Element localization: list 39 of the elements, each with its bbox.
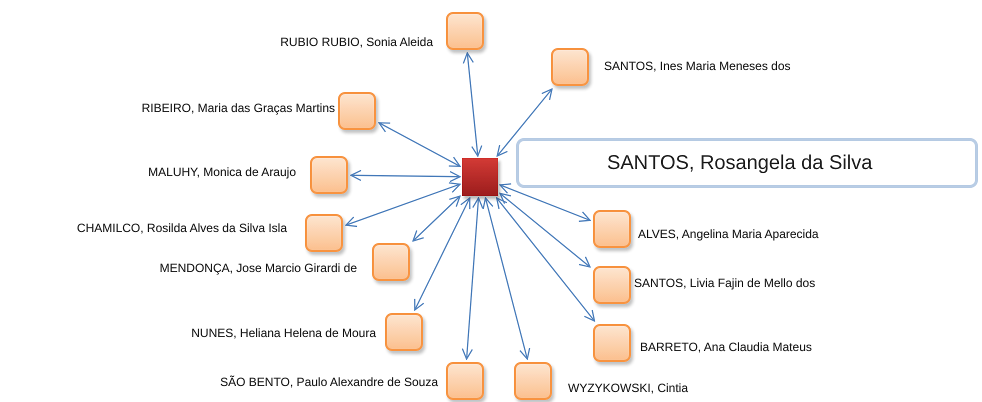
person-name: BARRETO, Ana Claudia Mateus — [640, 340, 812, 354]
double-arrow — [482, 197, 530, 360]
double-arrow — [414, 197, 470, 311]
double-arrow — [350, 170, 461, 182]
double-arrow — [462, 52, 482, 157]
double-arrow — [499, 192, 591, 268]
person-name: ALVES, Angelina Maria Aparecida — [638, 227, 819, 241]
person-box — [593, 210, 631, 248]
person-box — [305, 214, 343, 252]
person-box — [310, 156, 348, 194]
name-text: SANTOS, Rosangela da Silva — [607, 152, 872, 174]
person-name: SÃO BENTO, Paulo Alexandre de Souza — [220, 375, 438, 389]
double-arrow — [496, 197, 596, 322]
person-box — [593, 324, 631, 362]
person-box — [551, 48, 589, 86]
person-box — [446, 12, 484, 50]
double-arrow — [499, 183, 591, 222]
person-name: RUBIO RUBIO, Sonia Aleida — [280, 35, 433, 49]
person-name: CHAMILCO, Rosilda Alves da Silva Isla — [76, 221, 287, 235]
double-arrow — [462, 197, 484, 360]
person-box — [385, 313, 423, 351]
name-box — [516, 138, 978, 188]
person-name: RIBEIRO, Maria das Graças Martins — [142, 101, 335, 115]
double-arrow — [496, 88, 553, 157]
double-arrow — [412, 195, 461, 242]
person-box — [593, 266, 631, 304]
double-arrow — [378, 122, 461, 167]
person-name: SANTOS, Livia Fajin de Mello dos — [634, 276, 816, 290]
person-name: SANTOS, Ines Maria Meneses dos — [604, 59, 791, 73]
person-name: MENDONÇA, Jose Marcio Girardi de — [160, 261, 357, 275]
person-name: MALUHY, Monica de Araujo — [148, 165, 296, 179]
person-box — [338, 92, 376, 130]
person-name: WYZYKOWSKI, Cintia — [568, 381, 688, 395]
person-box — [514, 362, 552, 400]
person-name: NUNES, Heliana Helena de Moura — [191, 326, 376, 340]
center-square — [462, 158, 498, 196]
person-box — [446, 362, 484, 400]
person-box — [372, 243, 410, 281]
double-arrow — [345, 182, 461, 228]
